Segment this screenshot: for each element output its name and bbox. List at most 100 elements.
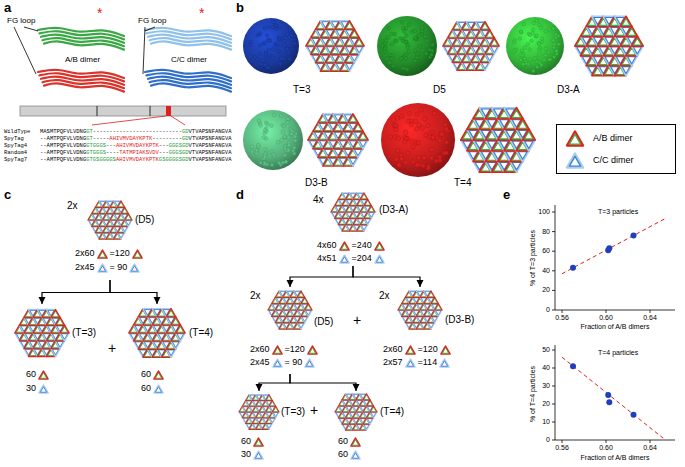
dimer-icon xyxy=(307,345,318,355)
capsid-label: 2x xyxy=(67,200,78,212)
surface-bump xyxy=(265,163,269,167)
dimer-triangle-inner xyxy=(360,133,367,139)
surface-bump xyxy=(421,48,425,52)
surface-bump xyxy=(404,56,408,60)
dimer-triangle xyxy=(510,108,522,119)
surface-bump xyxy=(423,117,427,121)
surface-bump xyxy=(264,53,267,56)
tick-label: 60 xyxy=(542,247,550,255)
sequence-name: SpyTag4 xyxy=(4,142,27,149)
dimer-triangle xyxy=(348,114,358,123)
dimer-triangle xyxy=(117,233,124,239)
dimer-triangle xyxy=(301,316,308,322)
surface-bump xyxy=(542,58,545,61)
surface-bump xyxy=(413,29,417,33)
tick-mark xyxy=(606,440,607,443)
dimer-count: 2x60 xyxy=(383,344,403,355)
surface-bump xyxy=(519,30,522,33)
sequence-segment: --- xyxy=(159,149,169,156)
capsid-label: 2x xyxy=(379,290,390,302)
panel-letter: e xyxy=(503,188,510,203)
surface-bump xyxy=(262,58,265,61)
surface-bump xyxy=(282,124,286,128)
dimer-triangle xyxy=(626,26,637,36)
dimer-triangle xyxy=(431,316,438,322)
surface-bump xyxy=(405,34,409,38)
surface-bump xyxy=(413,49,417,53)
dimer-triangle-inner xyxy=(52,311,58,316)
dimer-triangle xyxy=(297,323,304,329)
surface-bump xyxy=(401,21,405,25)
surface-bump xyxy=(421,164,425,168)
capsid-label: 4x xyxy=(313,194,324,206)
dimer-icon xyxy=(405,345,416,355)
surface-bump xyxy=(535,34,538,37)
dimer-triangle xyxy=(368,206,375,212)
surface-bump xyxy=(278,37,281,40)
surface-bump xyxy=(265,57,268,60)
dimer-triangle xyxy=(406,359,415,367)
dimer-triangle-inner xyxy=(132,265,138,270)
surface-bump xyxy=(538,53,541,56)
surface-bump xyxy=(533,57,536,60)
surface-bump xyxy=(528,48,531,51)
surface-bump xyxy=(555,49,558,52)
dimer-triangle-inner xyxy=(442,347,448,352)
tick-mark xyxy=(552,212,555,213)
capsid-label: (D3-A) xyxy=(379,204,408,216)
dimer-triangle-inner xyxy=(428,323,433,327)
dimer-triangle xyxy=(364,199,371,205)
surface-bump xyxy=(279,43,282,46)
tick-mark xyxy=(606,310,607,313)
dimer-triangle-inner xyxy=(270,402,275,406)
dimer-triangle-inner xyxy=(61,334,67,339)
dimer-triangle-inner xyxy=(57,319,63,324)
surface-bump xyxy=(387,26,391,30)
surface-bump xyxy=(415,112,419,116)
surface-bump xyxy=(293,146,297,150)
surface-bump xyxy=(532,21,535,24)
dimer-triangle xyxy=(517,119,529,130)
data-point xyxy=(631,233,637,239)
dimer-triangle xyxy=(368,212,375,218)
dimer-icon xyxy=(253,450,264,460)
dimer-triangle-inner xyxy=(491,40,498,46)
capsid-surface xyxy=(377,16,437,76)
surface-bump xyxy=(404,40,408,44)
beta-strand xyxy=(44,41,124,49)
axis-title: % of T=4 particles xyxy=(529,366,537,422)
surface-bump xyxy=(276,141,280,145)
dimer-count: =120 xyxy=(110,248,130,259)
surface-bump xyxy=(384,39,388,43)
figure-label: C/C dimer xyxy=(170,55,208,64)
sequence-segment: GD xyxy=(182,135,189,142)
surface-bump xyxy=(393,39,397,43)
surface-bump xyxy=(540,37,543,40)
dimer-triangle xyxy=(98,250,107,258)
surface-bump xyxy=(406,151,410,155)
surface-bump xyxy=(388,135,392,139)
dimer-triangle-inner xyxy=(633,47,641,54)
sequence-segment: --AMTPQFVLVDNG xyxy=(40,149,86,156)
sequence-name: SpyTag7 xyxy=(4,156,27,163)
surface-bump xyxy=(283,135,287,139)
dimer-triangle xyxy=(354,38,364,46)
surface-bump xyxy=(293,42,296,45)
surface-bump xyxy=(422,156,426,160)
surface-bump xyxy=(513,38,516,41)
capsid-group: 2x(D5)2x60=1202x45= 90 xyxy=(240,288,350,374)
surface-bump xyxy=(391,118,395,122)
surface-bump xyxy=(290,132,294,136)
capsid-group: (T=3)6030 xyxy=(235,392,320,464)
capsid-group: (T=4)6060 xyxy=(125,305,225,401)
capsid-label: (D5) xyxy=(314,316,333,328)
dimer-triangle xyxy=(269,418,276,424)
dimer-triangle-inner xyxy=(52,349,58,354)
surface-bump xyxy=(418,45,422,49)
tick-mark xyxy=(552,270,555,271)
sequence-segment: --- xyxy=(106,142,116,149)
capsid-surface xyxy=(381,103,455,177)
dimer-triangle xyxy=(272,406,279,412)
dimer-icon xyxy=(153,384,164,394)
sequence-segment: GT xyxy=(86,135,93,142)
